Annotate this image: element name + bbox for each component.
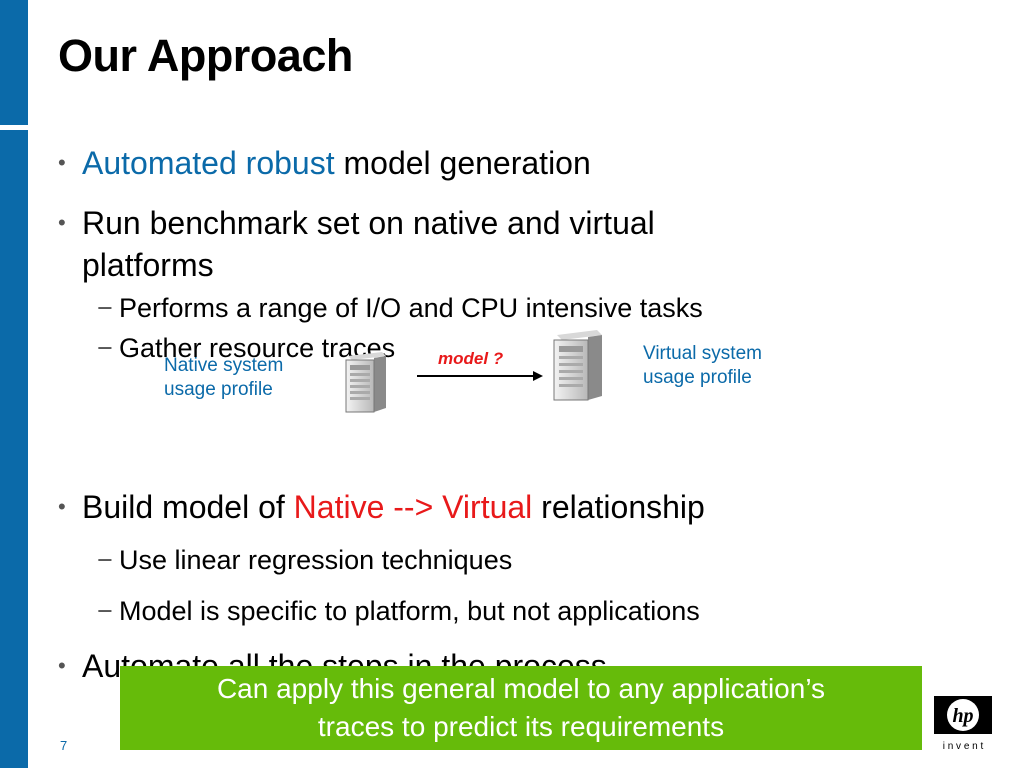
dash-icon: − <box>97 293 113 323</box>
slide-title: Our Approach <box>58 30 353 81</box>
model-label: model ? <box>438 349 504 368</box>
bullet-dot-icon: • <box>58 150 66 175</box>
dash-icon: − <box>97 333 113 363</box>
virtual-caption: Virtual system usage profile <box>643 343 762 388</box>
hp-logo: hp i n v e n t <box>930 692 1000 752</box>
hp-tagline: i n v e n t <box>943 741 984 752</box>
bullet-text: model generation <box>334 145 591 181</box>
callout-line2: traces to predict its requirements <box>317 711 725 742</box>
bullet-highlight: Native --> Virtual <box>293 489 533 525</box>
dash-icon: − <box>97 545 113 575</box>
virtual-server-icon <box>553 330 602 401</box>
sub-bullet-platform-specific: −Model is specific to platform, but not … <box>97 596 700 626</box>
native-caption: Native system usage profile <box>164 355 284 400</box>
bullet-text-line2: platforms <box>82 247 214 283</box>
bullet-text-line1: Run benchmark set on native and virtual <box>82 205 655 241</box>
dash-icon: − <box>97 596 113 626</box>
hp-mark: hp <box>952 705 973 727</box>
left-accent-bar-top <box>0 0 28 125</box>
bullet-dot-icon: • <box>58 653 66 678</box>
page-number: 7 <box>60 738 68 753</box>
hp-logo-icon: hp i n v e n t <box>934 696 992 752</box>
bullet-dot-icon: • <box>58 494 66 519</box>
bullet-dot-icon: • <box>58 210 66 235</box>
bullet-highlight: Automated robust <box>82 145 335 181</box>
sub-bullet-gather: −Gather resource traces <box>97 333 396 363</box>
arrow-icon <box>417 371 543 381</box>
callout-box: Can apply this general model to any appl… <box>120 666 922 750</box>
native-server-icon <box>345 352 386 413</box>
callout-line1: Can apply this general model to any appl… <box>216 673 826 704</box>
sub-bullet-linear-regression: −Use linear regression techniques <box>97 545 513 575</box>
left-accent-bar-bottom <box>0 130 28 768</box>
sub-bullet-performs: −Performs a range of I/O and CPU intensi… <box>97 293 703 323</box>
